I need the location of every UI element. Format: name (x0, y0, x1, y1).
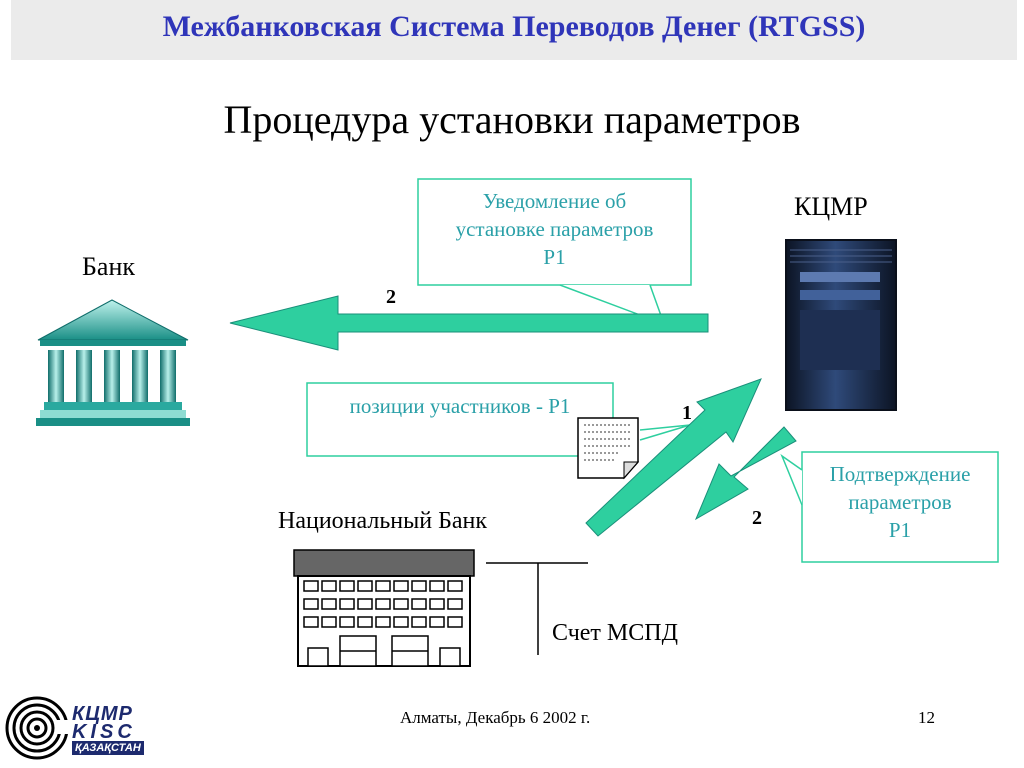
account-t-line (486, 562, 588, 655)
confirmation-line-2: параметров (848, 490, 952, 514)
header-bar: Межбанковская Система Переводов Денег (R… (11, 0, 1017, 60)
national-bank-building-icon (293, 549, 475, 667)
confirmation-callout-frame (780, 451, 999, 563)
header-title: Межбанковская Система Переводов Денег (R… (162, 10, 866, 43)
step-number-send: 1 (682, 402, 692, 424)
logo-line-3: ҚАЗАҚСТАН (72, 741, 144, 755)
confirmation-line-1: Подтверждение (829, 462, 971, 486)
footer-place-date: Алматы, Декабрь 6 2002 г. (400, 708, 591, 727)
server-tower-icon (785, 239, 897, 411)
account-label: Счет МСПД (552, 620, 678, 646)
national-bank-label: Национальный Банк (278, 508, 488, 534)
page-number: 12 (918, 708, 935, 727)
bank-building-icon (36, 299, 190, 426)
bank-label: Банк (82, 252, 136, 281)
document-icon (577, 417, 640, 480)
arrow-nb-to-kcmr (585, 378, 762, 537)
confirmation-callout: Подтверждение параметров P1 (802, 460, 998, 544)
step-number-notify: 2 (386, 286, 396, 308)
step-number-confirm: 2 (752, 507, 762, 529)
kcmr-label: КЦМР (794, 192, 868, 221)
confirmation-line-3: P1 (888, 518, 912, 542)
notification-line-3: P1 (543, 245, 566, 269)
positions-callout-frame (306, 382, 691, 457)
notification-line-2: установке параметров (455, 217, 654, 241)
logo-line-2: KISC (72, 721, 136, 743)
arrow-kcmr-to-bank (229, 295, 709, 351)
logo-line-1: КЦМР (72, 703, 133, 725)
slide-subtitle: Процедура установки параметров (223, 97, 801, 142)
arrow-kcmr-to-nb (694, 426, 797, 521)
notification-callout: Уведомление об установке параметров P1 (418, 187, 691, 271)
logo-text: КЦМР KISC ҚАЗАҚСТАН (72, 703, 144, 755)
positions-callout: позиции участников - P1 (349, 394, 571, 418)
kisc-logo-icon (5, 696, 73, 760)
notification-line-1: Уведомление об (482, 189, 627, 213)
